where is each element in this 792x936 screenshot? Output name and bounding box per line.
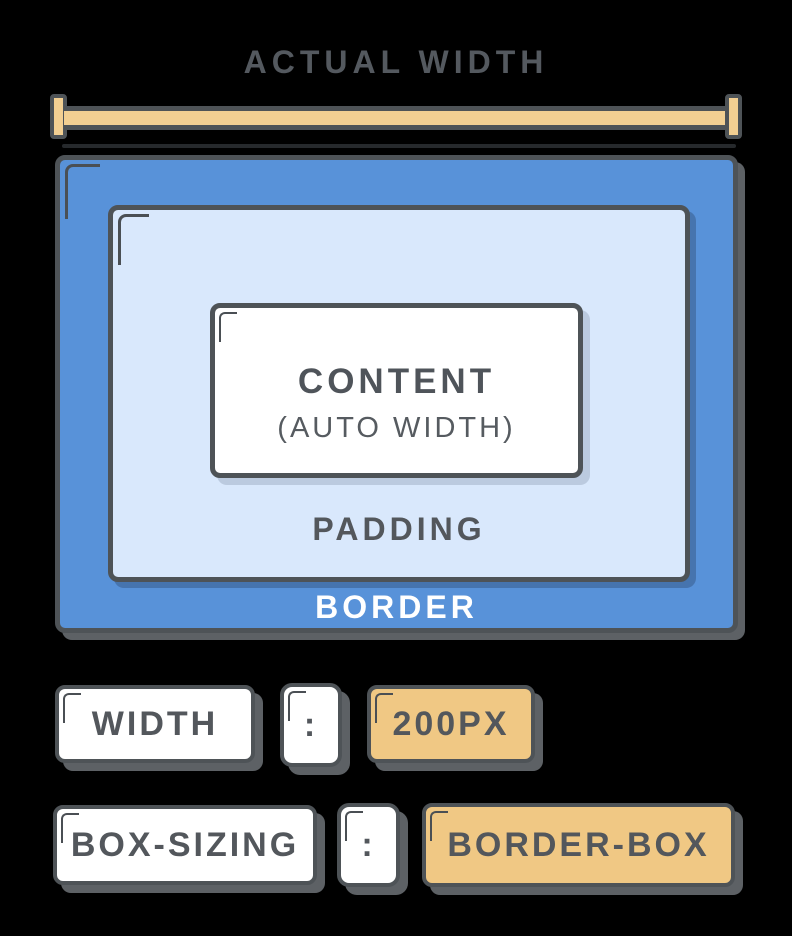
content-region-box: CONTENT (AUTO WIDTH) <box>210 303 583 478</box>
property-label: WIDTH <box>91 704 219 743</box>
corner-shine-mark-icon <box>65 164 100 219</box>
colon-label: : <box>303 705 319 744</box>
ruler-shadow <box>62 144 736 148</box>
corner-shine-mark-icon <box>430 811 448 841</box>
property-label: BOX-SIZING <box>70 825 300 864</box>
corner-shine-mark-icon <box>219 312 237 342</box>
value-label: 200PX <box>392 704 510 743</box>
corner-shine-mark-icon <box>63 693 81 723</box>
property-chip-width: WIDTH <box>55 685 255 763</box>
border-label: BORDER <box>315 589 478 625</box>
actual-width-title: ACTUAL WIDTH <box>243 44 549 80</box>
corner-shine-mark-icon <box>118 214 149 265</box>
auto-width-label: (AUTO WIDTH) <box>277 412 516 444</box>
ruler-bar-icon <box>64 106 728 130</box>
colon-label: : <box>361 825 376 864</box>
value-chip-border-box: BORDER-BOX <box>422 803 735 887</box>
colon-chip: : <box>280 683 342 767</box>
colon-chip: : <box>337 803 400 887</box>
property-chip-box-sizing: BOX-SIZING <box>53 805 317 885</box>
padding-label: PADDING <box>312 511 486 547</box>
ruler-right-cap-icon <box>725 94 742 139</box>
value-label: BORDER-BOX <box>447 825 710 864</box>
content-label: CONTENT <box>297 362 496 401</box>
corner-shine-mark-icon <box>345 811 363 841</box>
value-chip-200px: 200PX <box>367 685 535 763</box>
corner-shine-mark-icon <box>375 693 393 723</box>
